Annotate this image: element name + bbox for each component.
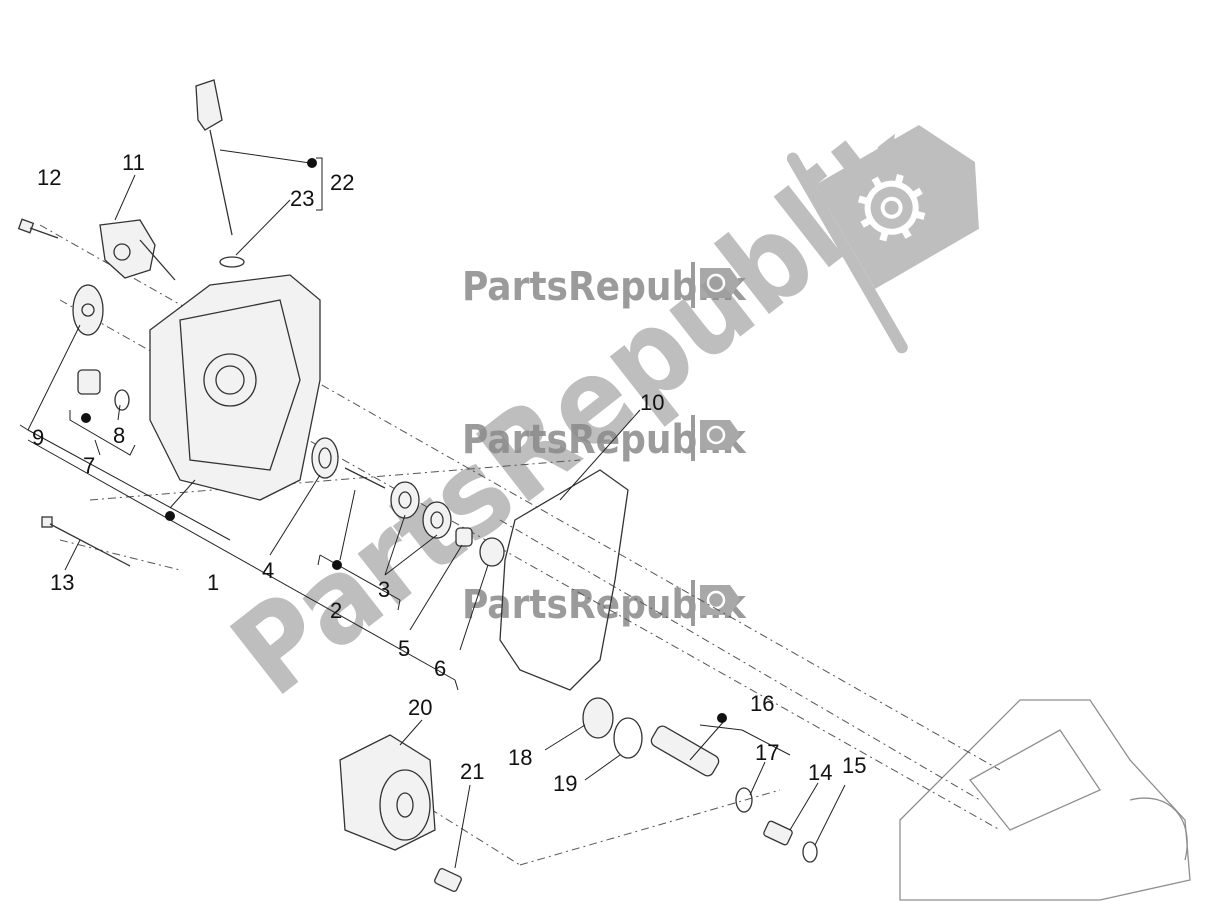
part-2-shaft — [344, 467, 386, 489]
callout-1: 1 — [207, 570, 219, 595]
watermark-row-1: PartsRepublik — [462, 262, 747, 310]
part-19-oring — [613, 717, 643, 759]
part-13-long-bolt — [41, 516, 131, 567]
part-6-seal — [479, 537, 505, 567]
part-18-seal — [582, 697, 614, 739]
part-10-gasket — [499, 469, 629, 691]
callout-6: 6 — [434, 656, 446, 681]
callout-3: 3 — [378, 577, 390, 602]
part-4-bearing — [311, 437, 339, 479]
part-17-oring — [735, 787, 753, 813]
leaders — [19, 149, 846, 869]
callout-11: 11 — [122, 150, 145, 175]
part-21-fitting — [434, 868, 462, 892]
callout-16: 16 — [750, 691, 774, 716]
callout-numbers: 1 2 3 4 5 6 7 8 9 10 11 12 13 14 15 16 1… — [32, 150, 866, 796]
part-23-oring — [219, 256, 245, 268]
watermark-text-1: PartsRepublik — [462, 264, 747, 310]
callout-19: 19 — [553, 771, 577, 796]
part-14-plug — [763, 820, 793, 846]
gear-icon — [700, 420, 740, 450]
gear-icon — [700, 585, 740, 615]
callout-18: 18 — [508, 745, 532, 770]
watermark-text-3: PartsRepublik — [462, 582, 747, 628]
callout-23: 23 — [290, 186, 314, 211]
part-16-filter — [650, 725, 720, 777]
part-5-bushing — [455, 527, 473, 547]
watermark-row-2: PartsRepublik — [462, 415, 747, 463]
part-8-ring — [114, 389, 130, 411]
callout-13: 13 — [50, 570, 74, 595]
part-20-oil-filter — [339, 734, 436, 851]
callout-10: 10 — [640, 390, 664, 415]
part-11-sensor — [99, 219, 176, 281]
engine-reference — [899, 699, 1191, 901]
part-9-pump — [72, 284, 104, 336]
part-7-plug — [77, 369, 101, 395]
part-3-bearings — [390, 481, 452, 539]
callout-7: 7 — [83, 453, 95, 478]
gear-icon — [700, 268, 740, 298]
watermark-text-2: PartsRepublik — [462, 417, 747, 463]
watermark-row-3: PartsRepublik — [462, 580, 747, 628]
callout-5: 5 — [398, 636, 410, 661]
callout-20: 20 — [408, 695, 432, 720]
part-12-bolt — [17, 218, 59, 239]
bullet-dot-icon — [81, 158, 727, 723]
callout-4: 4 — [262, 558, 274, 583]
callout-15: 15 — [842, 753, 866, 778]
watermark-flag-icon — [786, 125, 979, 354]
part-22-dipstick — [195, 79, 233, 236]
callout-21: 21 — [460, 759, 484, 784]
callout-22: 22 — [330, 170, 354, 195]
callout-2: 2 — [330, 598, 342, 623]
part-1-cover — [149, 274, 321, 501]
callout-8: 8 — [113, 423, 125, 448]
part-15-washer — [802, 841, 818, 863]
callout-14: 14 — [808, 760, 832, 785]
callout-9: 9 — [32, 425, 44, 450]
callout-12: 12 — [37, 165, 61, 190]
callout-17: 17 — [755, 740, 779, 765]
